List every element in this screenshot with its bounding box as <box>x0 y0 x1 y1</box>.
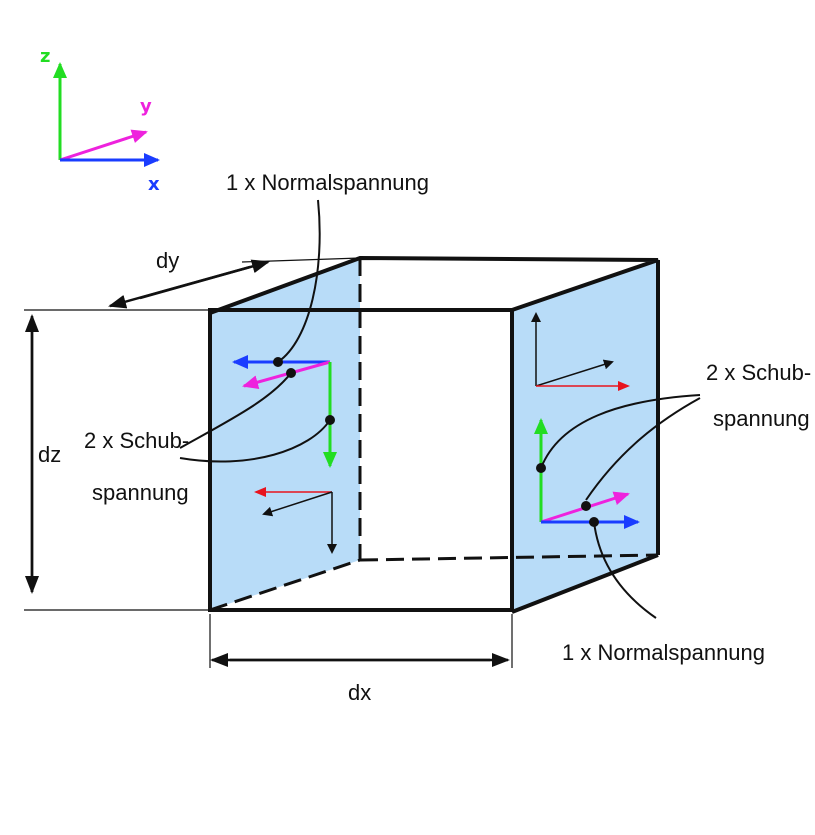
dot-shear-left-b <box>325 415 335 425</box>
dx-label: dx <box>348 680 371 705</box>
cube <box>208 255 660 614</box>
leader-shear-right-b <box>585 397 701 501</box>
dot-normal-top <box>273 357 283 367</box>
dy-extension <box>241 257 361 263</box>
annotation-leaders <box>179 199 701 619</box>
dy-arrow-front <box>108 265 251 309</box>
right-face <box>512 260 658 612</box>
dot-shear-right-a <box>536 463 546 473</box>
left-face <box>210 258 360 610</box>
annotation-texts: 1 x Normalspannung 2 x Schub- spannung 2… <box>84 170 811 665</box>
leader-shear-left-a <box>179 372 292 449</box>
dot-shear-right-b <box>581 501 591 511</box>
dot-normal-bottom <box>589 517 599 527</box>
dimension-lines: dz dx dy <box>24 248 513 705</box>
right-bottom-edge <box>511 553 659 614</box>
dz-label: dz <box>38 442 61 467</box>
z-axis-label: z <box>40 46 50 67</box>
x-axis-label: x <box>148 174 160 195</box>
label-shear-right-1: 2 x Schub- <box>706 360 811 385</box>
leader-normal-top <box>277 199 321 363</box>
top-edges <box>209 255 659 315</box>
label-shear-right-2: spannung <box>713 406 810 431</box>
right-small-y-arrow <box>535 359 614 387</box>
label-normal-bottom: 1 x Normalspannung <box>562 640 765 665</box>
y-axis-arrow <box>59 129 148 162</box>
hidden-edge-bottom-left <box>209 558 361 612</box>
dy-label: dy <box>156 248 179 273</box>
leader-shear-right-a <box>540 394 701 469</box>
leader-normal-bottom <box>593 521 657 619</box>
coordinate-system: z y x <box>40 46 160 195</box>
left-small-y-arrow <box>262 491 333 517</box>
hidden-edge-bottom-back <box>359 553 659 562</box>
y-axis-label: y <box>140 96 152 117</box>
leader-shear-left-b <box>179 419 331 463</box>
label-shear-left-1: 2 x Schub- <box>84 428 189 453</box>
label-normal-top: 1 x Normalspannung <box>226 170 429 195</box>
dot-shear-left-a <box>286 368 296 378</box>
label-shear-left-2: spannung <box>92 480 189 505</box>
front-frame <box>208 308 514 612</box>
